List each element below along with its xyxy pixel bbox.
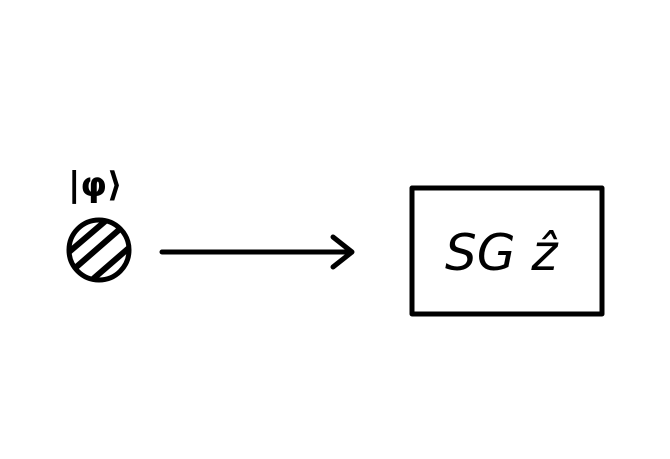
stern-gerlach-label: SG ẑ <box>445 224 559 282</box>
particle-icon <box>66 217 132 283</box>
stern-gerlach-box: SG ẑ <box>409 185 605 317</box>
state-label: |φ⟩ <box>68 165 123 205</box>
beam-arrow <box>159 234 355 270</box>
